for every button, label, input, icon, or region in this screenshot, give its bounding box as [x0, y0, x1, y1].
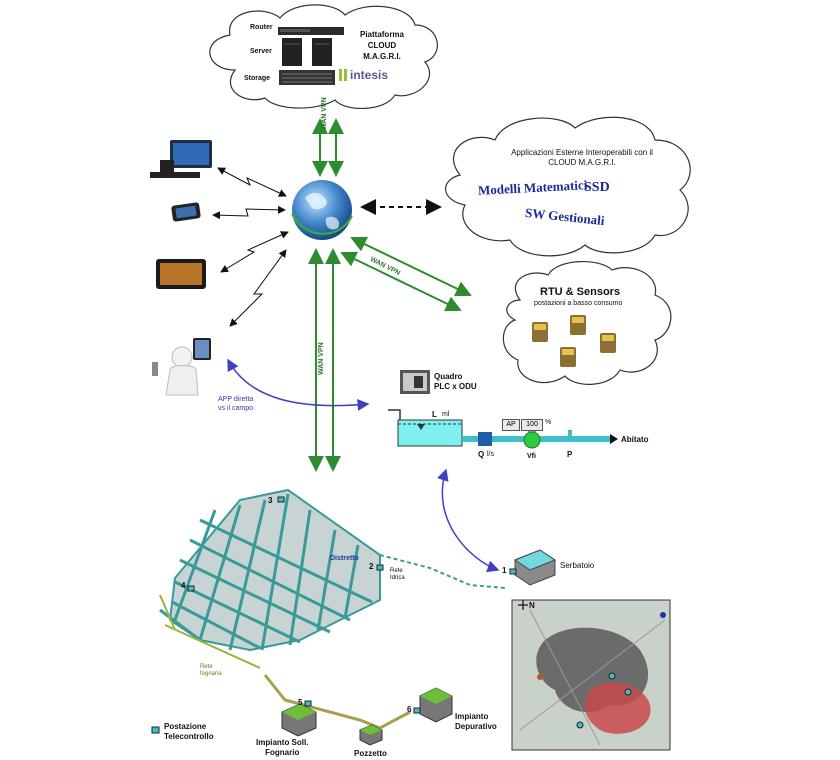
process-serbatoio-link: [437, 468, 500, 573]
device-link-ipad: [229, 249, 287, 327]
telecontrol-stations: [151, 496, 517, 734]
app-direct-line-1: APP diretta: [218, 396, 254, 403]
treatment-plant-label: Impianto Depurativo: [455, 712, 497, 732]
legend-line-2: Telecontrollo: [164, 732, 214, 741]
cloud-external-apps: [445, 116, 691, 257]
sewer-pipeline: [263, 674, 411, 730]
lift-station-line-1: Impianto Soll.: [256, 738, 309, 747]
wan-link-rtu: [340, 236, 472, 312]
abitato-arrow-icon: [610, 434, 618, 444]
wan-vpn-label-top: WAN VPN: [321, 97, 328, 130]
rete-fognaria-line-1: Rete: [200, 664, 213, 670]
sensor-icon-1: [532, 322, 548, 342]
sensor-icon-2: [570, 315, 586, 335]
desktop-pc-icon: [150, 140, 212, 178]
rete-fognaria-line-2: fognaria: [200, 671, 222, 677]
water-network-lines: [159, 493, 373, 651]
pozzetto-label: Pozzetto: [354, 749, 387, 758]
device-link-phone: [212, 205, 286, 220]
rete-idrica-line-2: Idrica: [390, 575, 405, 581]
lift-station-label: Impianto Soll. Fognario: [256, 738, 308, 758]
storage-icon: [279, 70, 335, 85]
rete-idrica-line-1: Rete: [390, 568, 403, 574]
app-direct-label: APP diretta vs il campo: [218, 395, 253, 413]
intesis-logo: [339, 69, 347, 81]
treatment-plant-icon: [419, 687, 453, 723]
wan-link-top: [312, 118, 344, 177]
q-unit: l/s: [487, 451, 494, 458]
router-icon: [278, 27, 344, 35]
distretto-label: Distretto: [330, 555, 359, 562]
ap-box: AP: [502, 419, 520, 431]
apps-title-line-1: Applicazioni Esterne Interoperabili con …: [511, 148, 653, 157]
station-number-3: 3: [268, 496, 273, 505]
sensor-icon-4: [600, 333, 616, 353]
app-direct-line-2: vs il campo: [218, 405, 254, 412]
serbatoio-label: Serbatoio: [560, 561, 595, 570]
quadro-line-2: PLC x ODU: [434, 382, 477, 391]
map-inset: [511, 599, 671, 751]
manhole-icon: [359, 724, 383, 746]
rete-idrica-label: Rete Idrica: [390, 568, 405, 582]
sewer-network-lines: [159, 594, 261, 669]
supply-pipeline: [379, 554, 506, 589]
rete-fognaria-label: Rete fognaria: [200, 664, 222, 678]
compass-icon: [518, 600, 528, 610]
abitato-label: Abitato: [621, 435, 649, 444]
platform-title-line-3: M.A.G.R.I.: [363, 52, 401, 61]
tank-icon: [388, 409, 463, 447]
pressure-sensor-icon: [568, 430, 572, 438]
map-compass-label: N: [529, 601, 535, 610]
quadro-label: Quadro PLC x ODU: [434, 372, 477, 392]
legend-telecontrol: Postazione Telecontrollo: [164, 722, 214, 742]
sensor-icon-3: [560, 347, 576, 367]
vfi-label: Vfi: [527, 453, 536, 460]
cloud-rtu-sensors: [502, 260, 672, 385]
device-link-tablet: [220, 231, 289, 273]
rtu-title: RTU & Sensors: [540, 286, 621, 298]
quadro-line-1: Quadro: [434, 372, 463, 381]
lift-station-icon: [281, 703, 317, 737]
station-number-2: 2: [369, 562, 374, 571]
level-label: L: [432, 410, 437, 419]
server-label: Server: [250, 48, 272, 55]
station-number-4: 4: [181, 581, 186, 590]
router-label: Router: [250, 24, 273, 31]
legend-line-1: Postazione: [164, 722, 207, 731]
rtu-subtitle: postazioni a basso consumo: [534, 300, 623, 307]
platform-title-line-2: CLOUD: [367, 41, 397, 50]
device-link-pc: [217, 167, 287, 197]
flow-meter-icon: [478, 432, 492, 446]
serbatoio-icon: [513, 549, 557, 586]
internet-globe-icon: [291, 180, 353, 240]
station-number-1: 1: [502, 566, 507, 575]
percent-label: %: [545, 419, 552, 426]
p-label: P: [567, 450, 573, 459]
apps-title: Applicazioni Esterne Interoperabili con …: [482, 148, 682, 168]
platform-title-line-1: Piattaforma: [359, 30, 404, 39]
app-ssd: SSD: [584, 180, 610, 195]
server-icon: [282, 38, 332, 66]
lift-station-line-2: Fognario: [265, 748, 300, 757]
level-unit: ml: [442, 411, 450, 418]
treatment-plant-line-2: Depurativo: [455, 722, 497, 731]
treatment-plant-line-1: Impianto: [455, 712, 489, 721]
platform-title: Piattaforma CLOUD M.A.G.R.I.: [352, 29, 412, 62]
intesis-logo-text: intesis: [350, 68, 389, 82]
q-label: Q: [478, 450, 485, 459]
wan-vpn-label-field: WAN VPN: [318, 342, 325, 375]
tablet-icon: [156, 259, 206, 289]
person-with-ipad-icon: [152, 338, 211, 396]
app-direct-link: [227, 358, 370, 411]
storage-label: Storage: [244, 75, 271, 82]
station-number-6: 6: [407, 705, 412, 714]
station-number-5: 5: [298, 698, 303, 707]
plc-panel-icon: [400, 370, 430, 394]
apps-title-line-2: CLOUD M.A.G.R.I.: [548, 158, 616, 167]
value-box: 100: [521, 419, 543, 431]
smartphone-icon: [171, 202, 201, 222]
